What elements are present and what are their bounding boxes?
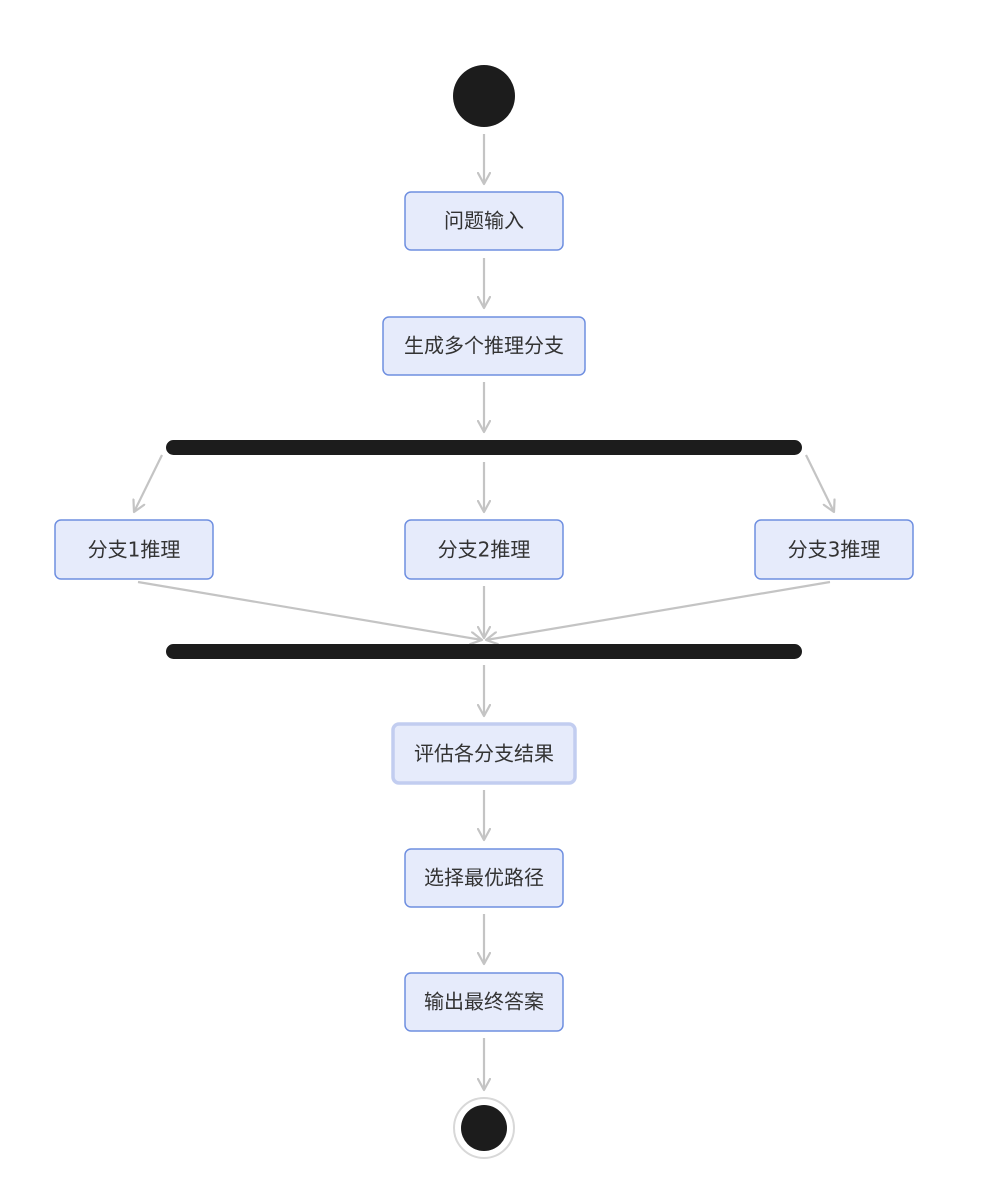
node-evaluate[interactable]: 评估各分支结果: [391, 722, 577, 785]
node-branch2-label: 分支2推理: [438, 538, 531, 562]
node-branch3-box: [754, 519, 914, 580]
node-branch1[interactable]: 分支1推理: [54, 519, 214, 580]
node-branch1-label: 分支1推理: [88, 538, 181, 562]
edge-fork-to-branch1: [134, 454, 163, 512]
node-select-label: 选择最优路径: [424, 866, 544, 890]
node-branch2-box: [404, 519, 564, 580]
edge-branch1-to-join: [137, 580, 482, 640]
edge-fork-to-branch3: [805, 454, 834, 512]
node-evaluate-label: 评估各分支结果: [414, 742, 554, 766]
node-branch3[interactable]: 分支3推理: [754, 519, 914, 580]
node-select-box: [404, 848, 564, 908]
node-generate-label: 生成多个推理分支: [404, 334, 564, 358]
node-output[interactable]: 输出最终答案: [404, 972, 564, 1032]
node-output-box: [404, 972, 564, 1032]
node-input-box: [404, 191, 564, 251]
node-input-label: 问题输入: [444, 209, 524, 233]
node-select[interactable]: 选择最优路径: [404, 848, 564, 908]
fork-bar: [166, 440, 802, 455]
node-branch1-box: [54, 519, 214, 580]
node-output-label: 输出最终答案: [424, 990, 544, 1014]
join-bar: [166, 644, 802, 659]
start-node: [453, 65, 515, 127]
node-evaluate-box: [391, 722, 577, 785]
node-generate[interactable]: 生成多个推理分支: [382, 316, 586, 376]
node-input[interactable]: 问题输入: [404, 191, 564, 251]
end-node: [453, 1097, 515, 1159]
node-branch3-label: 分支3推理: [788, 538, 881, 562]
edges: [134, 134, 834, 1090]
end-node-core: [461, 1105, 507, 1151]
node-branch2[interactable]: 分支2推理: [404, 519, 564, 580]
edge-branch3-to-join: [486, 580, 831, 640]
node-generate-box: [382, 316, 586, 376]
